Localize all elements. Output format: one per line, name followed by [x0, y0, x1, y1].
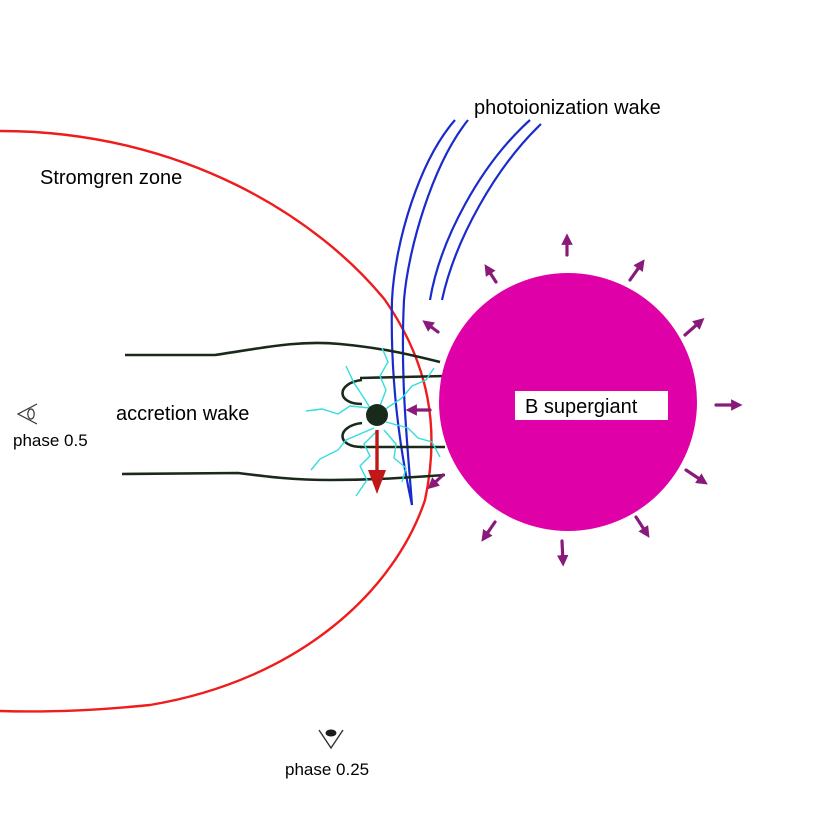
x-ray-ray: [383, 367, 435, 411]
x-ray-ray: [385, 421, 441, 458]
accretion-eddy-upper: [341, 378, 363, 406]
b-supergiant-label-box: [515, 391, 668, 420]
x-ray-ray: [355, 429, 379, 497]
accretion-wake: [121, 341, 446, 482]
x-ray-ray: [305, 405, 371, 415]
x-ray-ray: [345, 365, 375, 415]
phase-05-label: phase 0.5: [13, 431, 88, 450]
accretion-wake-label: accretion wake: [116, 403, 249, 425]
orbital-motion-arrow: [368, 430, 386, 494]
wind-arrow: [634, 515, 650, 538]
wind-arrow: [484, 264, 498, 284]
x-ray-ray: [383, 429, 407, 483]
wind-arrow: [422, 320, 440, 334]
eye-icon: [318, 729, 344, 750]
photoionization-wake-label: photoionization wake: [474, 97, 661, 119]
wind-arrow: [427, 473, 445, 490]
stellar-wind-arrows: [405, 233, 743, 567]
x-ray-rays: [305, 347, 441, 497]
eye-icon: [16, 403, 38, 425]
x-ray-ray: [379, 347, 389, 407]
photoionization-wake-line: [390, 119, 456, 506]
compact-object: [366, 404, 388, 426]
wind-arrow: [556, 539, 569, 567]
photoionization-wake-line: [401, 119, 469, 506]
accretion-eddy-lower: [341, 421, 363, 449]
photoionization-wake-line: [440, 123, 542, 301]
accretion-wake-upper: [125, 341, 441, 364]
phase-025-label: phase 0.25: [285, 760, 369, 779]
wind-arrow: [683, 317, 705, 337]
b-supergiant-label: B supergiant: [525, 396, 638, 418]
stromgren-zone-label: Stromgren zone: [40, 167, 182, 189]
accretion-wake-inner-upper: [359, 374, 446, 380]
wind-arrow: [481, 520, 497, 542]
x-ray-ray: [310, 427, 375, 471]
accretion-wake-lower: [121, 471, 446, 482]
photoionization-wake: [390, 119, 542, 506]
photoionization-wake-line: [428, 119, 531, 301]
wind-arrow: [628, 259, 645, 282]
wind-arrow: [684, 468, 708, 485]
